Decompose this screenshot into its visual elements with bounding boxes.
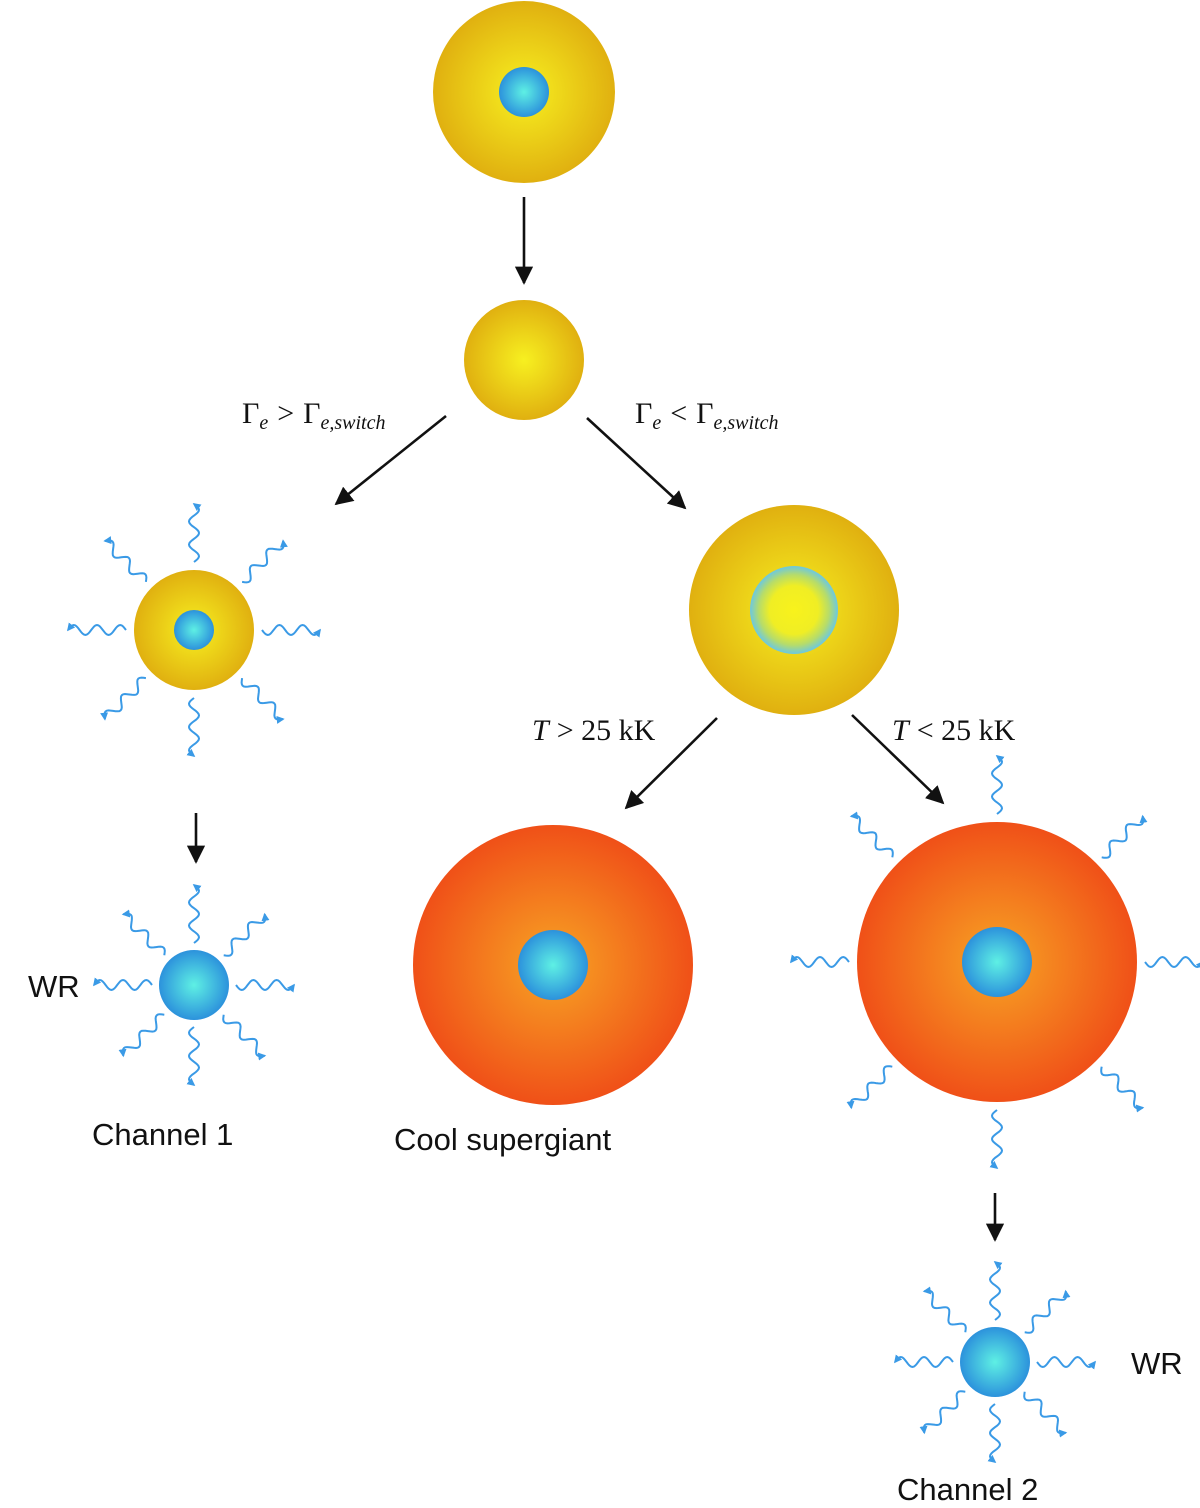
channel-2-label: Channel 2 — [897, 1472, 1038, 1507]
star-core — [750, 566, 838, 654]
stellar-wind — [93, 884, 295, 1086]
wind-ray — [186, 697, 201, 757]
supergiant-with-wind — [790, 755, 1200, 1169]
wind-ray — [919, 1390, 966, 1435]
wind-ray — [989, 1109, 1004, 1169]
star-core — [962, 927, 1032, 997]
star-core — [174, 610, 214, 650]
condition-temperature-hot: T> 25 kK — [532, 714, 656, 747]
arrow-left-branch — [334, 414, 447, 506]
wind-ray — [100, 676, 147, 721]
wind-ray — [1144, 955, 1200, 970]
wind-ray — [187, 503, 202, 563]
wind-ray — [846, 1065, 893, 1110]
stellar-wind — [894, 1261, 1096, 1463]
cool-supergiant-star — [413, 825, 693, 1105]
wind-ray — [103, 536, 148, 583]
wind-ray — [1100, 1066, 1145, 1113]
star-core — [518, 930, 588, 1000]
wind-ray — [1024, 1289, 1071, 1334]
wind-ray — [222, 1014, 267, 1061]
star-core — [499, 67, 549, 117]
condition-gamma-less: Γe<Γe,switch — [635, 397, 779, 434]
wr-label-left: WR — [28, 969, 80, 1004]
stellar-wind — [67, 503, 321, 757]
stellar-wind — [790, 755, 1200, 1169]
main-sequence-star — [433, 1, 615, 183]
wind-ray — [187, 884, 202, 944]
wind-ray — [261, 623, 321, 638]
wind-ray — [1036, 1355, 1096, 1370]
wind-ray — [790, 954, 850, 969]
right-branch-star — [689, 505, 899, 715]
arrow-to-cool-supergiant — [624, 717, 718, 810]
wind-ray — [990, 755, 1005, 815]
cool-supergiant-label: Cool supergiant — [394, 1122, 612, 1157]
wind-ray — [922, 1286, 967, 1333]
wind-ray — [186, 1026, 201, 1086]
wind-ray — [849, 811, 894, 858]
wind-ray — [240, 677, 285, 724]
wind-ray — [988, 1261, 1003, 1321]
wr-star-left — [93, 884, 295, 1086]
condition-temperature-cool: T< 25 kK — [892, 714, 1016, 747]
wr-label-right: WR — [1131, 1346, 1183, 1381]
arrow-right-branch — [586, 417, 687, 510]
wind-ray — [1101, 814, 1148, 859]
wr-star-right — [894, 1261, 1096, 1463]
wind-ray — [241, 539, 288, 584]
wind-ray — [93, 977, 153, 992]
wind-ray — [118, 1013, 165, 1058]
stripped-star — [464, 300, 584, 420]
wind-ray — [894, 1354, 954, 1369]
left-branch-star — [67, 503, 321, 757]
wind-ray — [235, 978, 295, 993]
wind-ray — [121, 909, 166, 956]
wind-ray — [987, 1403, 1002, 1463]
wind-ray — [67, 622, 127, 637]
wind-ray — [1023, 1391, 1068, 1438]
wind-ray — [223, 912, 270, 957]
channel-1-label: Channel 1 — [92, 1117, 233, 1152]
condition-gamma-greater: Γe>Γe,switch — [242, 397, 386, 434]
arrow-to-supergiant-wind — [851, 714, 945, 805]
